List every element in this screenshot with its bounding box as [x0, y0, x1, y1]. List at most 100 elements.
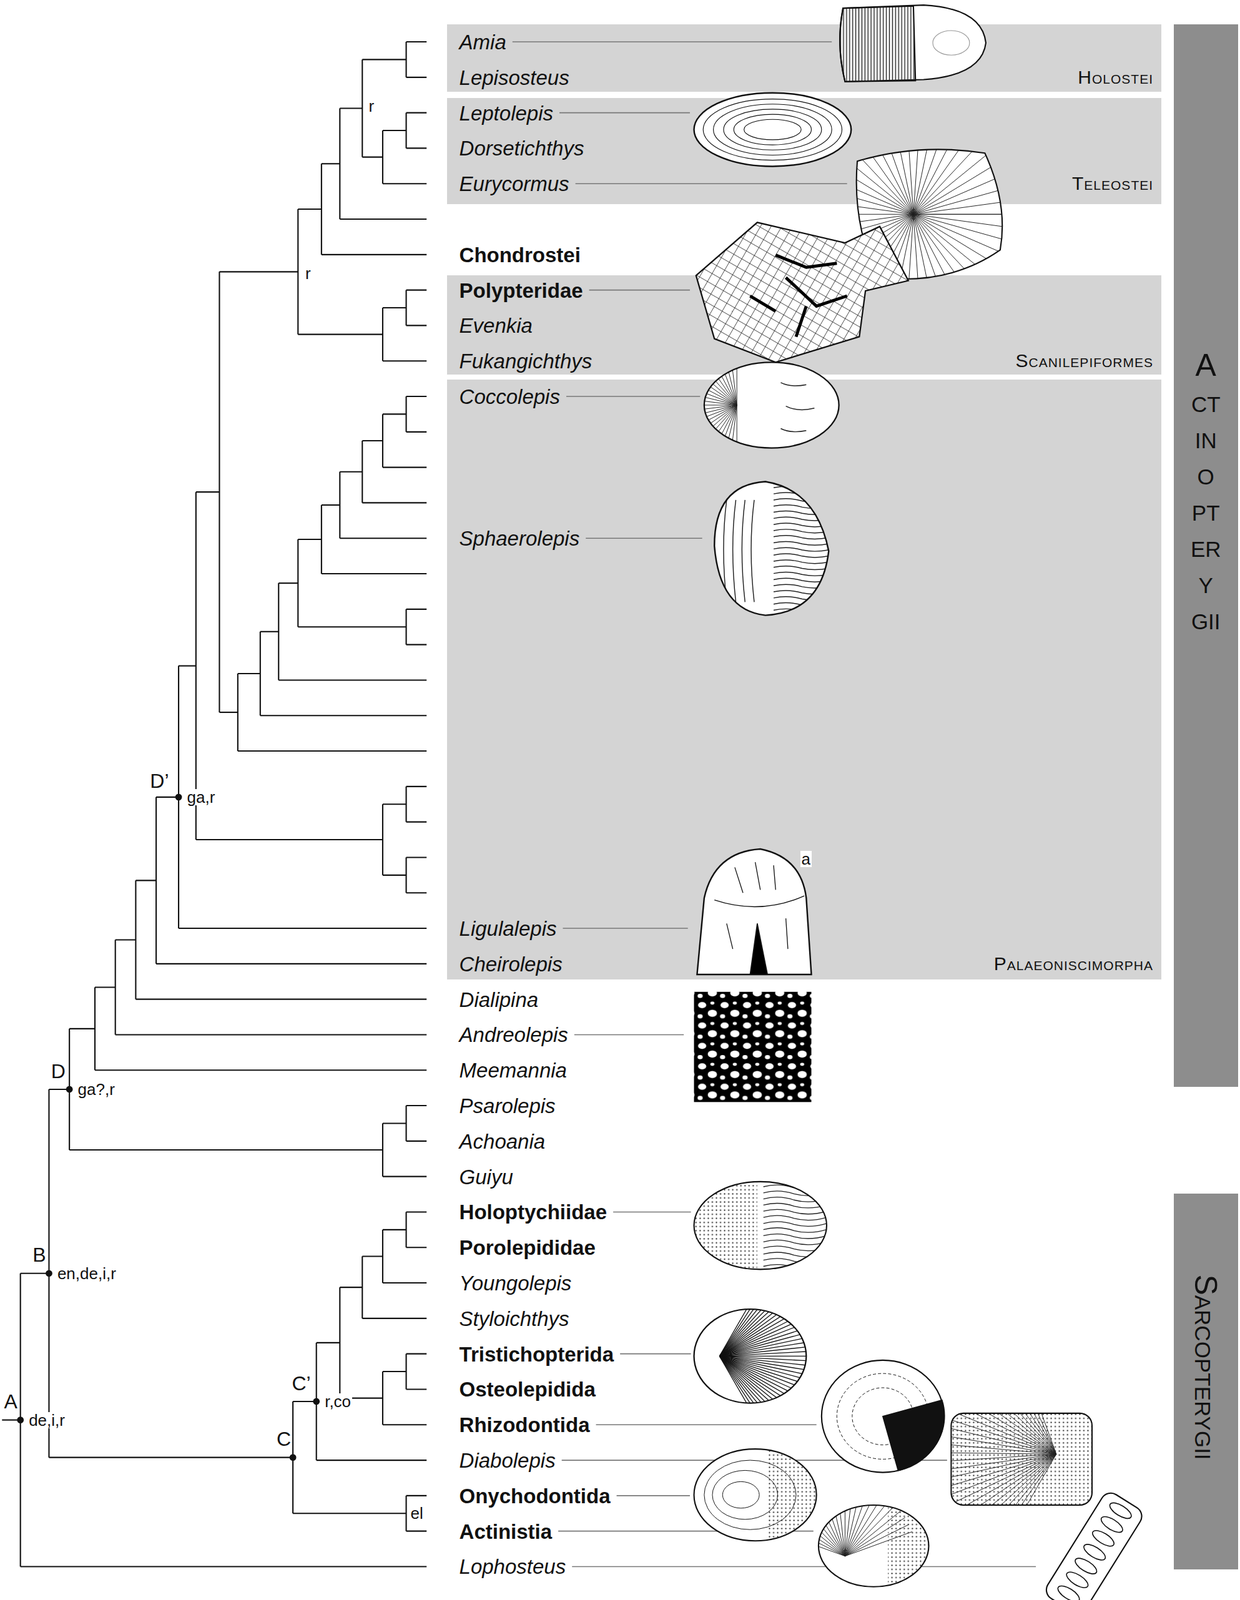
- taxon-name: Coccolepis: [459, 386, 561, 408]
- branch-line: [321, 573, 427, 575]
- scale-detail: [882, 1400, 945, 1472]
- scale-ridge: [1107, 1500, 1134, 1523]
- scale-ridge: [773, 510, 833, 515]
- scale-detail: [839, 4, 986, 82]
- taxon-name: Sphaerolepis: [459, 528, 581, 549]
- scale-detail: [733, 114, 812, 145]
- scale-ridge: [654, 404, 737, 406]
- branch-line: [20, 1273, 50, 1275]
- scale-ridge: [698, 405, 737, 478]
- scale-ridge: [719, 1356, 795, 1425]
- scale-detail: [950, 1413, 1093, 1506]
- leader-line: [585, 537, 702, 539]
- scale-ridge: [913, 214, 1010, 273]
- scale-ridge: [719, 1284, 792, 1357]
- clade-name: Actinopterygii: [1190, 347, 1222, 637]
- scale-ridge: [719, 1319, 815, 1357]
- scale-ridge: [736, 323, 738, 406]
- branch-line: [382, 1282, 427, 1284]
- scale-ridge: [789, 1511, 846, 1557]
- ligulalepis-scale: [696, 849, 812, 975]
- scale-ridge: [913, 214, 1025, 230]
- scale-ridge: [708, 405, 737, 482]
- branch-line: [196, 839, 383, 841]
- scale-ridge: [844, 1505, 895, 1557]
- branch-line: [178, 927, 427, 930]
- branch-line: [382, 1371, 407, 1373]
- taxon-name: Amia: [459, 31, 507, 53]
- node-dot: [175, 793, 183, 801]
- scale-detail: [887, 1505, 935, 1593]
- branch-line: [362, 156, 383, 158]
- scale-detail: [932, 30, 970, 55]
- scale-ridge: [913, 199, 1025, 215]
- scale-ridge: [719, 1356, 813, 1398]
- branch-line: [219, 711, 238, 714]
- scale-ridge: [960, 1454, 1057, 1506]
- scale-detail: [1042, 1489, 1146, 1600]
- scale-ridge: [708, 329, 737, 406]
- scale-ridge: [905, 214, 914, 326]
- branch-line: [316, 1459, 428, 1462]
- scale-ridge: [719, 1314, 813, 1357]
- scale-ridge: [773, 535, 833, 540]
- branch-line: [406, 1211, 428, 1213]
- leader-line: [616, 1495, 690, 1497]
- scale-ridge: [913, 214, 921, 326]
- character-codes: ga?,r: [76, 1081, 117, 1098]
- scale-detail: [704, 362, 840, 448]
- group-name: Holostei: [1077, 68, 1154, 87]
- taxon-name: Styloichthys: [459, 1308, 570, 1329]
- branch-line: [292, 1401, 317, 1403]
- scale-ridge: [956, 1413, 1057, 1455]
- scale-detail: [713, 104, 833, 156]
- scale-detail: [696, 849, 812, 975]
- scale-ridge: [773, 547, 833, 552]
- branch-line: [382, 129, 407, 132]
- scale-detail: [712, 1470, 778, 1520]
- branch-line: [382, 413, 407, 415]
- scale-ridge: [913, 214, 966, 315]
- scale-ridge: [719, 1356, 808, 1408]
- taxon-name: Diabolepis: [459, 1450, 556, 1472]
- node-dot: [289, 1454, 297, 1462]
- scale-ridge: [719, 1291, 799, 1357]
- leptolepis-scale: [694, 93, 852, 167]
- scale-ridge: [974, 1413, 1056, 1455]
- branch-line: [382, 1122, 407, 1124]
- scale-ridge: [773, 560, 833, 564]
- scale-ridge: [950, 1454, 1056, 1463]
- scale-ridge: [763, 1203, 827, 1209]
- node-letter: C: [276, 1429, 291, 1450]
- leader-lines: [512, 41, 1036, 1567]
- scale-ridge: [751, 500, 755, 602]
- scale-ridge: [913, 214, 1022, 245]
- scale-ridge: [719, 1356, 780, 1439]
- branch-line: [115, 939, 137, 941]
- scale-ridge: [660, 376, 737, 406]
- branch-line: [339, 1286, 363, 1289]
- scale-detail: [839, 6, 916, 82]
- branch-line: [20, 1565, 428, 1568]
- taxon-name: Evenkia: [459, 315, 533, 336]
- branch-line: [316, 1342, 341, 1344]
- group-name: Scanilepiformes: [1015, 351, 1154, 371]
- taxon-name: Achoania: [459, 1130, 546, 1152]
- branch-line: [297, 626, 406, 628]
- leader-line: [620, 1353, 691, 1355]
- scale-ridge: [989, 1413, 1057, 1455]
- branch-line: [178, 665, 197, 667]
- node-dot: [45, 1269, 53, 1277]
- scale-detail: [704, 1460, 797, 1530]
- scale-ridge: [719, 1356, 788, 1432]
- branch-line: [278, 582, 298, 584]
- scale-ridge: [773, 590, 833, 595]
- scale-detail: [777, 1484, 913, 1556]
- scale-ridge: [875, 108, 914, 215]
- scale-ridge: [682, 405, 737, 467]
- node-letter: B: [32, 1244, 46, 1265]
- branch-line: [382, 803, 407, 805]
- scale-detail: [703, 99, 842, 161]
- scale-detail: [694, 1178, 758, 1276]
- branch-line: [362, 501, 427, 504]
